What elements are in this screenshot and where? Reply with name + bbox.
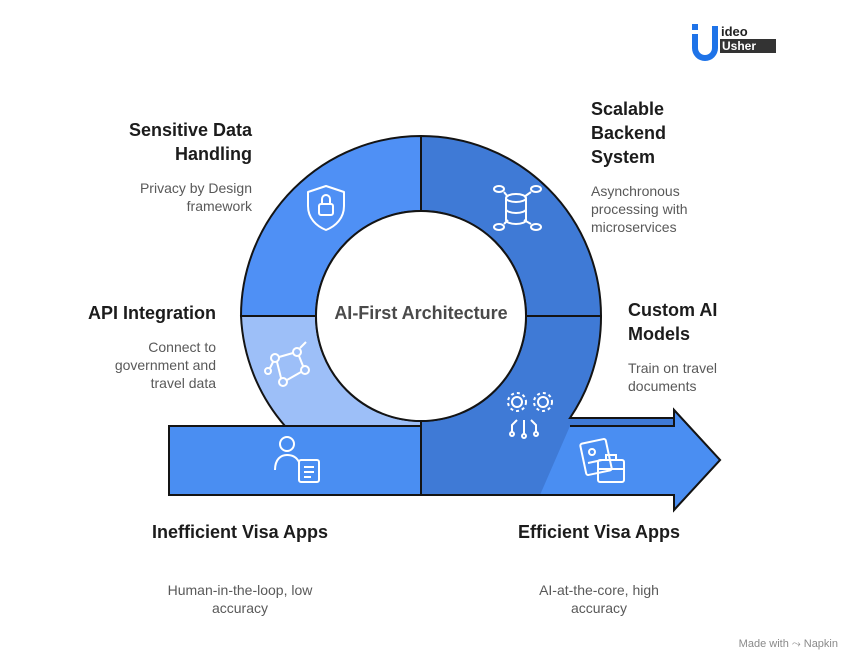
- footer-brand: Napkin: [803, 638, 838, 650]
- custom-ai-desc: Train on travel documents: [628, 360, 717, 394]
- person-document-icon: [274, 436, 320, 483]
- inefficient-visa-desc: Human-in-the-loop, low accuracy: [167, 582, 313, 616]
- ideo-usher-logo: ideo Usher: [692, 24, 776, 61]
- api-integration-title: API Integration: [87, 303, 216, 323]
- gears-circuit-icon: [507, 392, 553, 439]
- efficient-visa-title: Efficient Visa Apps: [517, 522, 681, 542]
- progress-arrow-right: [540, 410, 720, 510]
- scalable-backend-desc: Asynchronous processing with microservic…: [591, 183, 688, 235]
- sensitive-data-title: Sensitive Data Handling: [128, 120, 252, 164]
- arrow-outline: [421, 407, 722, 513]
- napkin-icon: ⤳: [791, 638, 801, 650]
- logo-text-bottom: Usher: [722, 39, 756, 53]
- scalable-backend-title: Scalable Backend System: [591, 99, 667, 167]
- center-title: AI-First Architecture: [334, 303, 508, 323]
- custom-ai-title: Custom AI Models: [628, 300, 718, 344]
- network-nodes-icon: [264, 341, 310, 387]
- database-network-icon: [493, 185, 542, 231]
- efficient-visa-desc: AI-at-the-core, high accuracy: [539, 582, 659, 616]
- lock-shield-icon: [307, 185, 345, 231]
- made-with-napkin: Made with ⤳ Napkin: [739, 638, 838, 651]
- api-integration-desc: Connect to government and travel data: [114, 339, 216, 391]
- footer-text: Made with: [738, 638, 789, 650]
- progress-arrow-left: [168, 425, 422, 496]
- brand-logo: ideo Usher: [690, 22, 780, 64]
- logo-text-top: ideo: [721, 24, 748, 39]
- passport-briefcase-icon: [579, 438, 625, 483]
- center-circle: [315, 210, 527, 422]
- sensitive-data-desc: Privacy by Design framework: [139, 180, 252, 214]
- inefficient-visa-title: Inefficient Visa Apps: [151, 522, 329, 542]
